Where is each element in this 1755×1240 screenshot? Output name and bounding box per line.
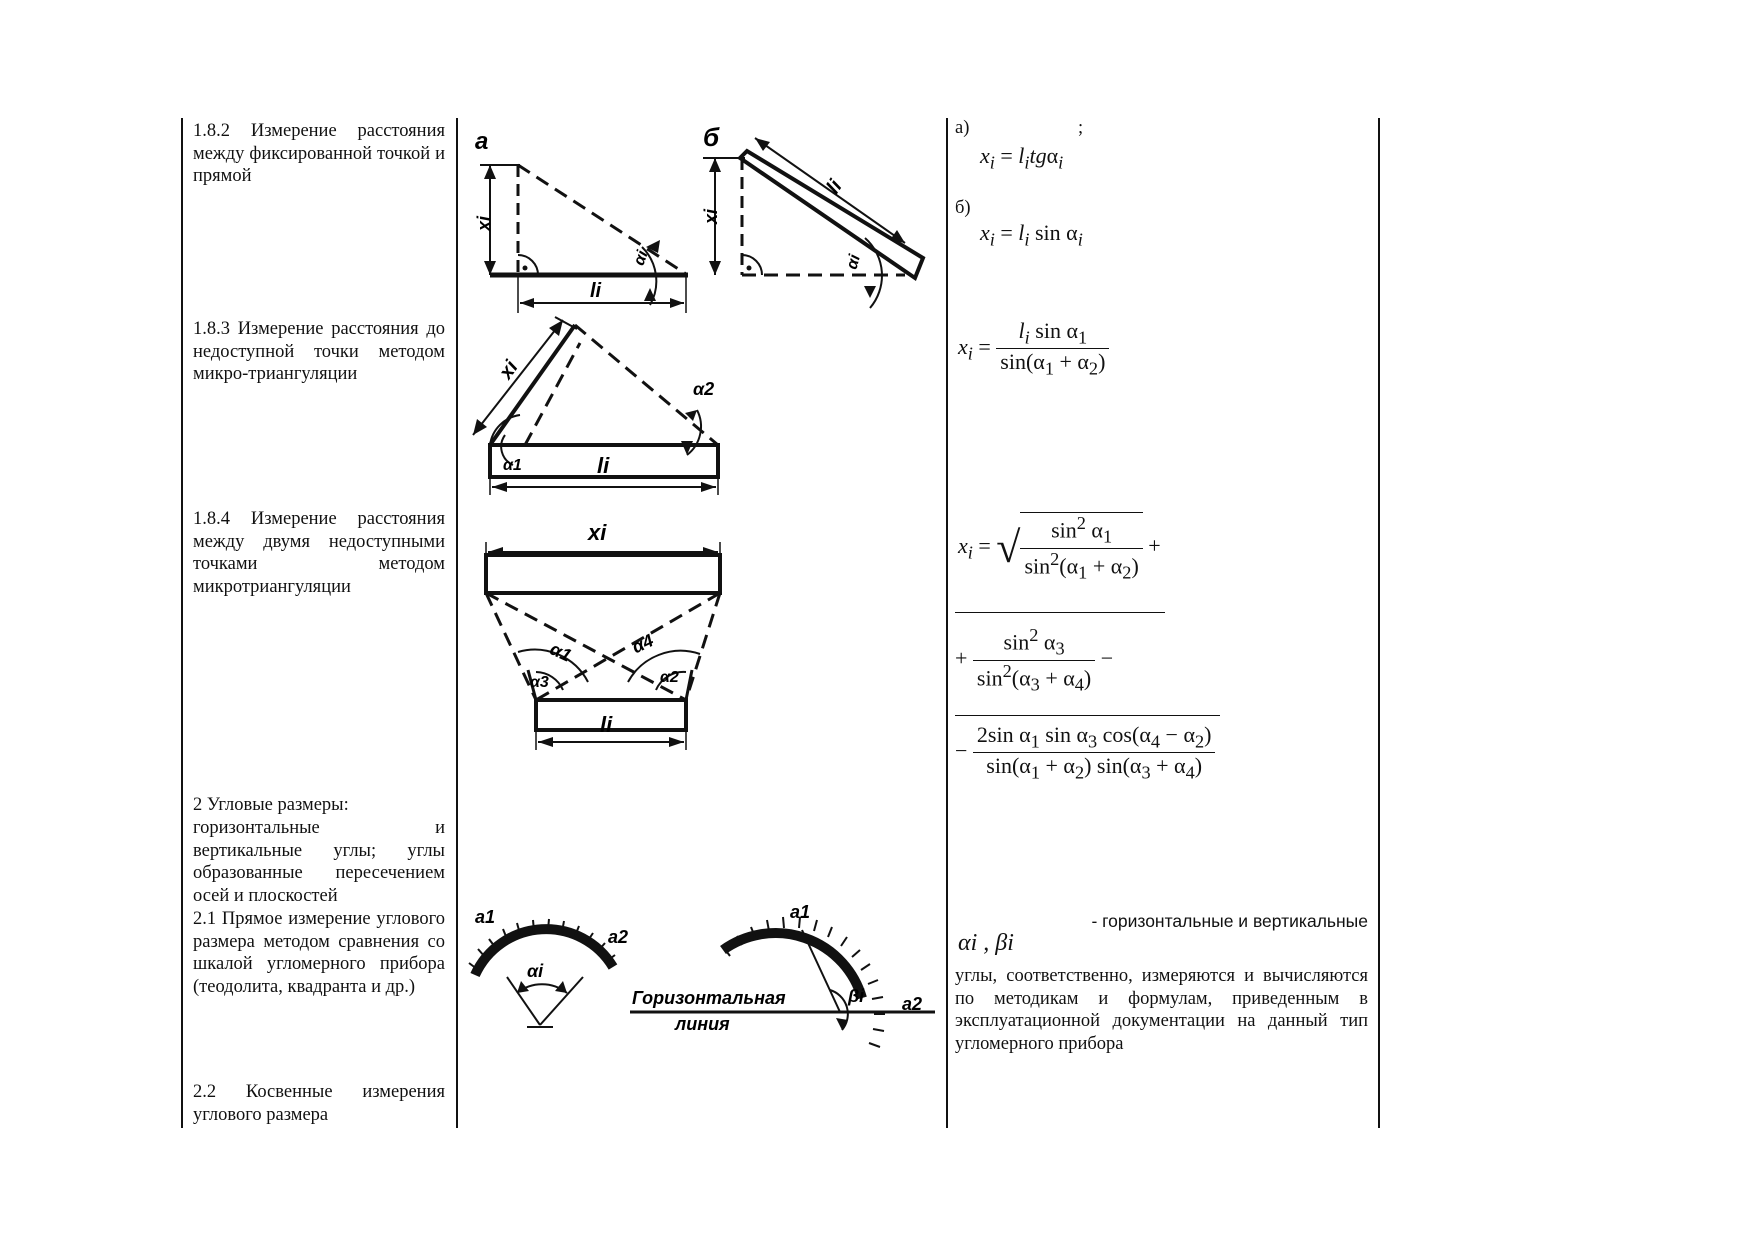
- formula-1-8-4-part3: − 2sin α1 sin α3 cos(α4 − α2)sin(α1 + α2…: [955, 722, 1216, 784]
- svg-text:li: li: [822, 176, 847, 198]
- formula-1-8-2-b: xi = li sin αi: [980, 220, 1083, 250]
- svg-text:xi: xi: [587, 520, 607, 545]
- svg-text:a1: a1: [475, 907, 495, 927]
- svg-text:xi: xi: [701, 208, 721, 225]
- table-border-col2: [946, 118, 948, 1128]
- figure-2-1-protractor-left: a1 a2 αi: [465, 905, 635, 1040]
- figure-label-b: б: [703, 122, 720, 152]
- svg-text:αi: αi: [527, 961, 544, 981]
- svg-text:li: li: [597, 453, 610, 478]
- svg-text:αi: αi: [631, 248, 652, 268]
- row-2-1-description: 2.1 Прямое измерение углового размера ме…: [193, 909, 445, 997]
- formula-1-8-2-b-label: б): [955, 198, 971, 218]
- table-border-right: [1378, 118, 1380, 1128]
- horizontal-line-label-2: линия: [674, 1014, 730, 1034]
- formula-1-8-2-a-semicolon: ;: [1078, 118, 1084, 138]
- note-2-1-first-line: - горизонтальные и вертикальные: [1091, 911, 1368, 931]
- table-border-col1: [456, 118, 458, 1128]
- formula-1-8-2-a: xi = litgαi: [980, 143, 1064, 173]
- svg-text:α2: α2: [693, 379, 714, 399]
- svg-text:a1: a1: [790, 902, 810, 922]
- svg-text:li: li: [600, 712, 613, 737]
- svg-text:βi: βi: [847, 986, 865, 1006]
- row-1-8-4-description: 1.8.4 Измерение расстояния между двумя н…: [193, 509, 445, 597]
- note-2-1-symbols: αi , βi: [958, 930, 1014, 956]
- row-2-description: горизонтальные и вертикальные углы; углы…: [193, 818, 445, 906]
- figure-1-8-4: xi α1 α4 α3 α2 li: [478, 520, 738, 767]
- note-2-1-text: углы, соответственно, измеряются и вычис…: [955, 966, 1368, 1054]
- svg-text:α4: α4: [629, 630, 657, 657]
- formula-1-8-4-rule-1: [955, 612, 1165, 613]
- horizontal-line-label-1: Горизонтальная: [632, 988, 786, 1008]
- svg-text:a2: a2: [902, 994, 922, 1014]
- figure-2-1-protractor-right: a1 a2 βi Горизонтальная линия: [630, 900, 935, 1065]
- figure-1-8-3: li xi α2 α1: [465, 315, 735, 515]
- figure-label-a: а: [475, 128, 488, 155]
- svg-text:xi: xi: [474, 215, 494, 232]
- table-border-left: [181, 118, 183, 1128]
- svg-text:α3: α3: [530, 674, 549, 691]
- figure-1-8-2-a: а li xi αi: [470, 125, 700, 320]
- figure-1-8-2-b: б li xi αi: [695, 118, 945, 323]
- svg-text:xi: xi: [494, 356, 522, 383]
- svg-text:li: li: [590, 280, 602, 302]
- formula-1-8-4-rule-2: [955, 715, 1220, 716]
- svg-text:αi: αi: [844, 252, 864, 271]
- row-2-2-description: 2.2 Косвенные измерения углового размера: [193, 1082, 445, 1125]
- svg-text:α1: α1: [503, 457, 522, 474]
- row-1-8-3-description: 1.8.3 Измерение расстояния до недоступно…: [193, 319, 445, 384]
- row-2-title: 2 Угловые размеры:: [193, 795, 349, 815]
- row-1-8-2-description: 1.8.2 Измерение расстояния между фиксиро…: [193, 121, 445, 186]
- formula-1-8-2-a-label: а): [955, 118, 970, 138]
- svg-text:a2: a2: [608, 927, 628, 947]
- svg-text:α2: α2: [660, 669, 679, 686]
